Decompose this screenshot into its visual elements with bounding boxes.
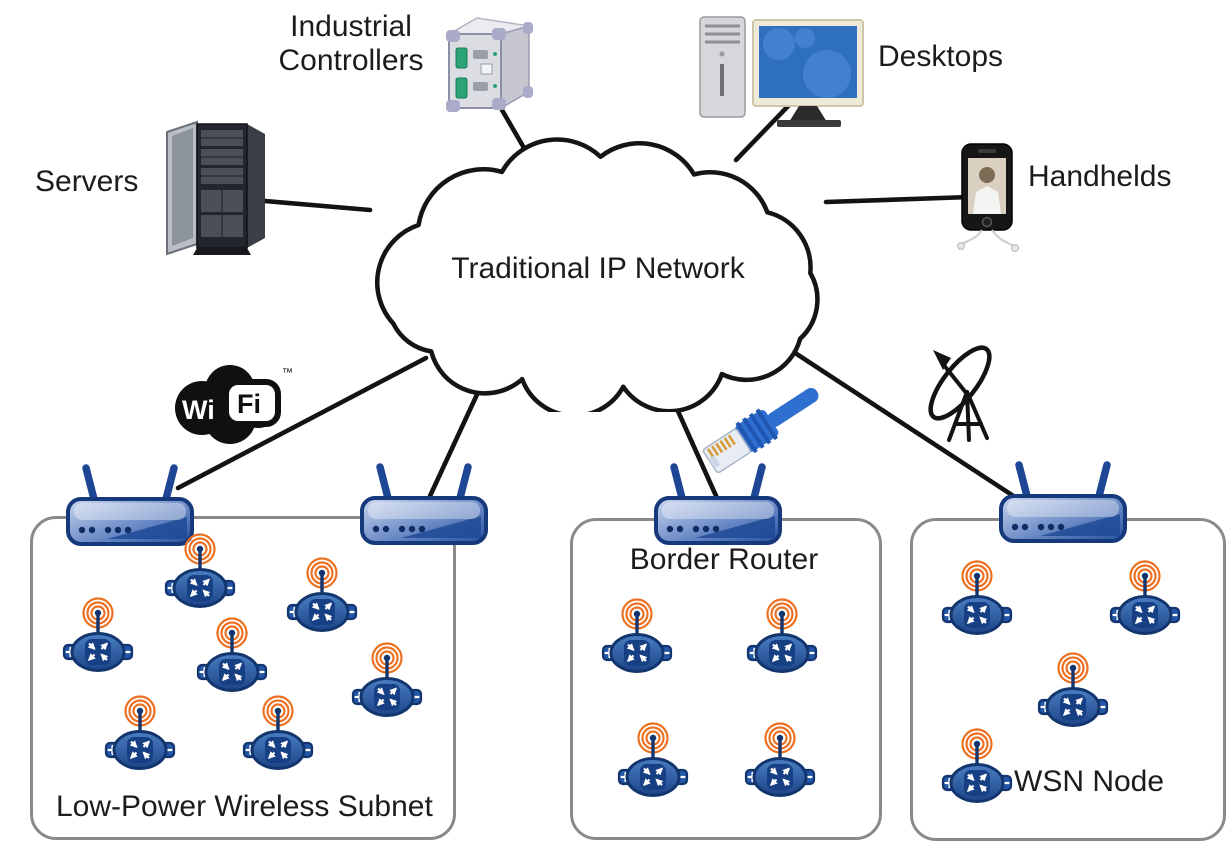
connection-line: [757, 327, 1018, 500]
wsn-node-icon: [196, 617, 268, 692]
servers-icon: [166, 120, 265, 256]
wsn-node-icon: [744, 722, 816, 797]
subnet-box-border-router: [570, 518, 882, 840]
wsn-node-icon: [941, 560, 1013, 635]
router-icon: [66, 464, 194, 546]
wsn-node-icon: [62, 597, 134, 672]
wifi-logo-icon: Wi Fi ™: [175, 365, 293, 444]
wifi-tm-text: ™: [282, 367, 293, 379]
wsn-node-label: WSN Node: [1014, 765, 1165, 798]
wsn-node-icon: [601, 598, 673, 673]
connection-line: [427, 385, 483, 499]
connection-line: [175, 355, 429, 491]
servers-label: Servers: [35, 165, 139, 198]
router-icon: [654, 463, 782, 545]
router-icon: [360, 463, 488, 545]
wsn-node-icon: [286, 557, 358, 632]
cloud-icon: [374, 137, 820, 412]
wsn-node-icon: [351, 642, 423, 717]
connection-line: [733, 99, 795, 163]
handhelds-label: Handhelds: [1028, 160, 1172, 193]
router-icon: [999, 461, 1127, 543]
satellite-dish-icon: [928, 345, 992, 442]
cloud-label: Traditional IP Network: [451, 252, 745, 285]
industrial-controllers-label: Industrial Controllers: [278, 10, 424, 77]
wsn-node-icon: [1109, 560, 1181, 635]
wsn-node-icon: [746, 598, 818, 673]
border-router-label: Border Router: [629, 543, 819, 576]
wsn-node-icon: [242, 695, 314, 770]
wsn-node-icon: [617, 722, 689, 797]
wsn-node-icon: [164, 533, 236, 608]
connection-line: [823, 194, 973, 205]
low-power-subnet-label: Low-Power Wireless Subnet: [56, 790, 433, 823]
wsn-node-icon: [1037, 652, 1109, 727]
desktop-icon: [699, 16, 864, 127]
industrial-controller-icon: [446, 17, 533, 112]
wsn-node-icon: [104, 695, 176, 770]
desktops-label: Desktops: [878, 40, 1004, 73]
handheld-icon: [957, 143, 1019, 252]
wsn-node-icon: [941, 728, 1013, 803]
wifi-wi-text: Wi: [182, 395, 215, 425]
ethernet-cable-icon: [702, 388, 819, 473]
wifi-fi-text: Fi: [237, 389, 261, 419]
